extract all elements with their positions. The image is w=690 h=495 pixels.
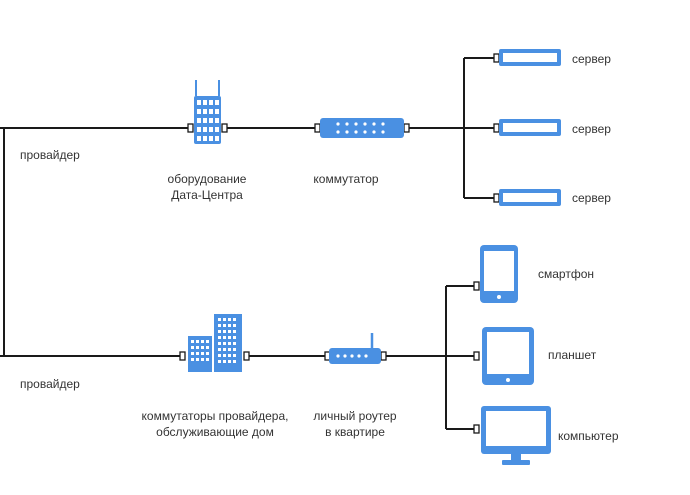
connector — [473, 351, 480, 361]
smartphone-label: смартфон — [538, 267, 595, 281]
connector — [380, 351, 387, 361]
provider-top-label: провайдер — [20, 148, 80, 162]
connector — [403, 123, 410, 133]
connector — [473, 281, 480, 291]
server-3-label: сервер — [572, 191, 611, 205]
server-rack-icon — [194, 80, 221, 144]
router-label: личный роутер в квартире — [313, 409, 397, 439]
connector — [493, 123, 500, 133]
connector — [221, 123, 228, 133]
connector — [314, 123, 321, 133]
connector — [243, 351, 250, 361]
connector — [179, 351, 186, 361]
connector — [493, 53, 500, 63]
switch-label: коммутатор — [313, 172, 379, 186]
computer-label: компьютер — [558, 429, 619, 443]
connector — [473, 424, 480, 434]
isp-switches-label: коммутаторы провайдера, обслуживающие до… — [141, 409, 289, 439]
smartphone-icon — [480, 245, 518, 303]
provider-bottom-label: провайдер — [20, 377, 80, 391]
server-2-label: сервер — [572, 122, 611, 136]
tablet-icon — [482, 327, 534, 385]
connectors — [179, 53, 500, 434]
server-1-label: сервер — [572, 52, 611, 66]
monitor-icon — [481, 406, 551, 465]
datacenter-label: оборудование Дата-Центра — [167, 172, 247, 202]
connector — [493, 193, 500, 203]
rack-server-icon — [499, 119, 561, 136]
router-icon — [329, 333, 381, 364]
connector — [187, 123, 194, 133]
network-switch-icon — [320, 118, 404, 138]
connection-wires — [0, 57, 494, 430]
rack-server-icon — [499, 189, 561, 206]
tablet-label: планшет — [548, 348, 597, 362]
rack-server-icon — [499, 49, 561, 66]
buildings-icon — [188, 314, 242, 372]
